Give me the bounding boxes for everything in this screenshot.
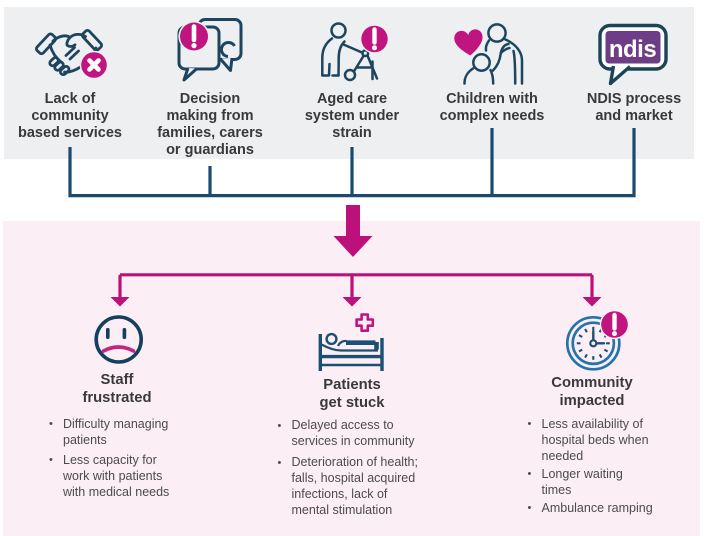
svg-text:ndis: ndis — [609, 36, 656, 63]
